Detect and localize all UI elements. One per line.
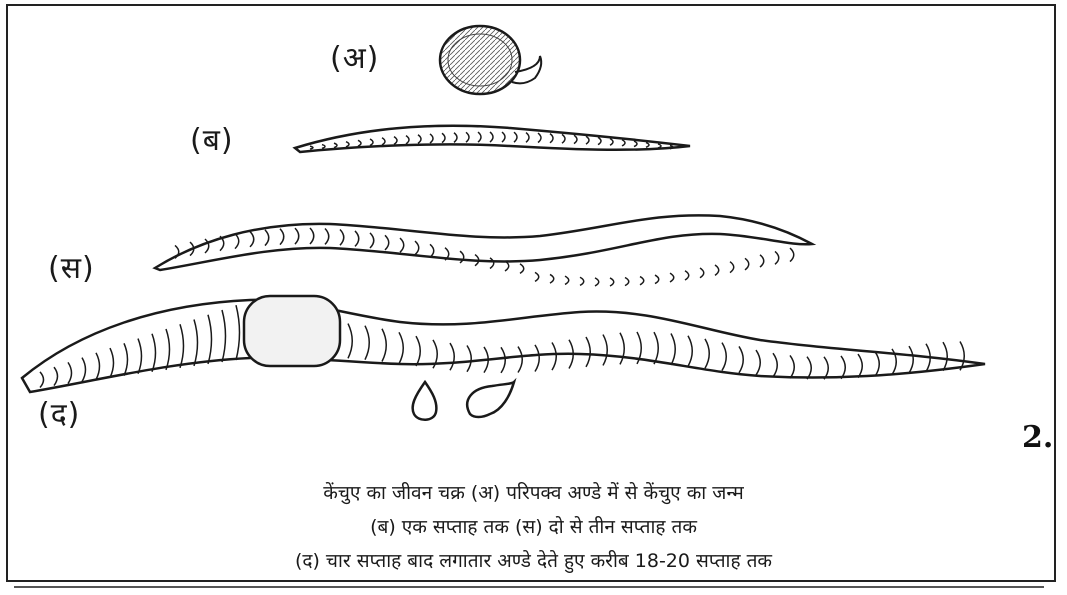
worm-stage-c	[155, 215, 812, 286]
worm-segment	[580, 277, 584, 285]
label-d: (द)	[38, 392, 80, 433]
worm-segment	[640, 277, 644, 285]
worm-segment	[655, 275, 659, 284]
cocoon-egg-icon	[440, 26, 541, 94]
worm-segment	[520, 264, 524, 273]
worm-segment	[550, 274, 554, 283]
figure-caption: केंचुए का जीवन चक्र (अ) परिपक्व अण्डे मे…	[0, 476, 1067, 578]
worm-segment	[730, 262, 734, 273]
label-c: (स)	[48, 246, 95, 287]
leaf-cocoon-icon	[467, 382, 514, 417]
bottom-rule	[14, 586, 1044, 588]
worm-segment	[670, 273, 674, 282]
worm-stage-b	[295, 126, 690, 152]
water-drop-icon	[413, 382, 437, 420]
worm-segment	[715, 265, 719, 275]
worm-segment	[610, 278, 614, 286]
worm-segment	[595, 278, 599, 286]
worm-segment	[775, 251, 779, 264]
clitellum	[244, 296, 340, 366]
worm-stage-d	[22, 296, 985, 392]
caption-line-2: (ब) एक सप्ताह तक (स) दो से तीन सप्ताह तक	[0, 510, 1067, 544]
worm-segment	[535, 272, 539, 281]
worm-segment	[700, 268, 704, 278]
label-b: (ब)	[190, 118, 234, 159]
worm-segment	[790, 248, 794, 261]
figure-number: 2.	[1022, 420, 1053, 455]
caption-line-1: केंचुए का जीवन चक्र (अ) परिपक्व अण्डे मे…	[0, 476, 1067, 510]
worm-segment	[625, 278, 629, 286]
worm-segment	[760, 255, 764, 267]
label-a: (अ)	[330, 36, 379, 77]
worm-segment	[565, 276, 569, 284]
worm-segment	[685, 271, 689, 280]
worm-segment	[745, 258, 749, 270]
caption-line-3: (द) चार सप्ताह बाद लगातार अण्डे देते हुए…	[0, 544, 1067, 578]
